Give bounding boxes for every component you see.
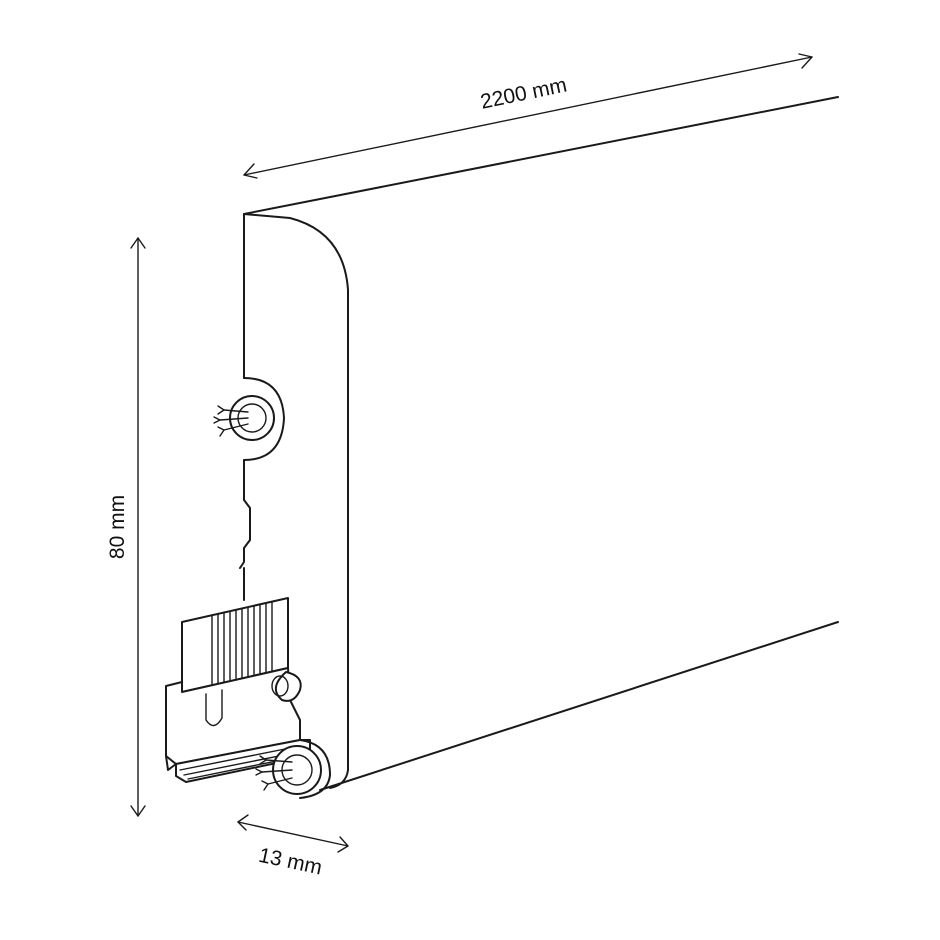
thickness-arrow-line — [237, 821, 349, 847]
lower-channel-recess — [299, 739, 331, 799]
dimension-thickness: 13 mm — [237, 814, 349, 880]
skirting-board — [239, 96, 839, 791]
board-rounded-profile — [243, 213, 349, 771]
thickness-arrow-head-left — [237, 814, 249, 831]
clip-grip-ridges — [211, 601, 273, 686]
lower-cable-sheath — [272, 745, 322, 795]
upper-cable-sheath — [229, 395, 275, 441]
length-arrow-line — [243, 56, 813, 176]
lower-cable-channel — [255, 739, 331, 799]
lower-cable-wires — [255, 755, 293, 791]
board-back-notch — [239, 459, 251, 569]
length-arrow-head-right — [798, 53, 813, 69]
thickness-label: 13 mm — [257, 844, 325, 880]
height-label: 80 mm — [106, 495, 129, 559]
board-top-edge — [243, 96, 839, 215]
height-arrow-head-bottom — [130, 805, 146, 817]
board-bottom-edge — [319, 621, 839, 791]
dimension-height: 80 mm — [106, 237, 146, 817]
upper-cable-inner — [237, 403, 267, 433]
clip-slot — [205, 689, 223, 727]
clip-peg-face — [271, 675, 289, 697]
length-label: 2200 mm — [478, 73, 568, 113]
clip-body — [165, 667, 301, 771]
upper-cable-wires — [213, 405, 249, 437]
height-arrow-head-top — [130, 237, 146, 249]
dimension-length: 2200 mm — [243, 53, 813, 179]
mounting-clip — [165, 597, 311, 783]
upper-channel-recess — [243, 377, 285, 461]
length-arrow-head-left — [243, 163, 258, 179]
board-bottom-curve — [329, 769, 349, 789]
upper-cable-channel — [213, 377, 285, 461]
thickness-arrow-head-right — [337, 836, 349, 853]
